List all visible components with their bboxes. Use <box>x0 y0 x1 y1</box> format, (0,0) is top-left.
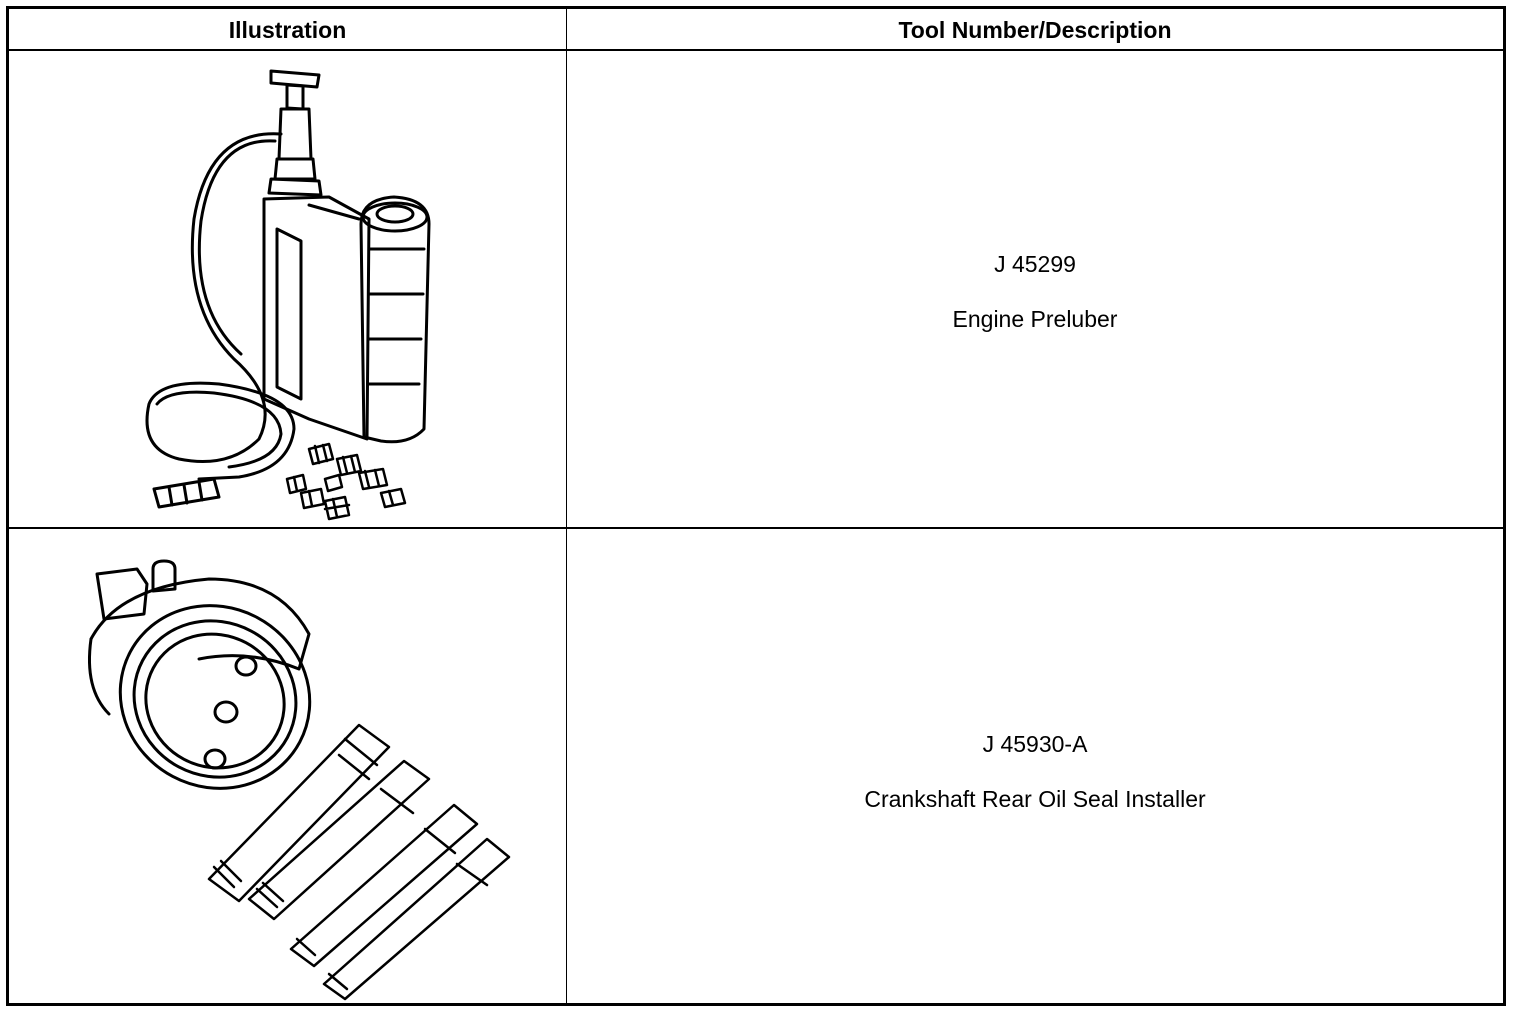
header-illustration: Illustration <box>228 17 347 43</box>
engine-preluber-drawing <box>9 51 566 527</box>
row-description: J 45299 Engine Preluber <box>567 237 1503 347</box>
tool-description: Engine Preluber <box>952 306 1118 332</box>
row-divider <box>9 527 1503 529</box>
tool-number: J 45930-A <box>982 731 1088 757</box>
table-header-row: Illustration Tool Number/Description <box>9 9 1503 51</box>
row-description: J 45930-A Crankshaft Rear Oil Seal Insta… <box>567 717 1503 827</box>
tool-description: Crankshaft Rear Oil Seal Installer <box>864 786 1206 812</box>
tool-table: Illustration Tool Number/Description <box>6 6 1506 1006</box>
tool-number: J 45299 <box>994 251 1076 277</box>
oil-seal-installer-drawing <box>9 529 566 1003</box>
column-divider <box>566 9 567 1003</box>
header-tool-description: Tool Number/Description <box>898 17 1172 43</box>
